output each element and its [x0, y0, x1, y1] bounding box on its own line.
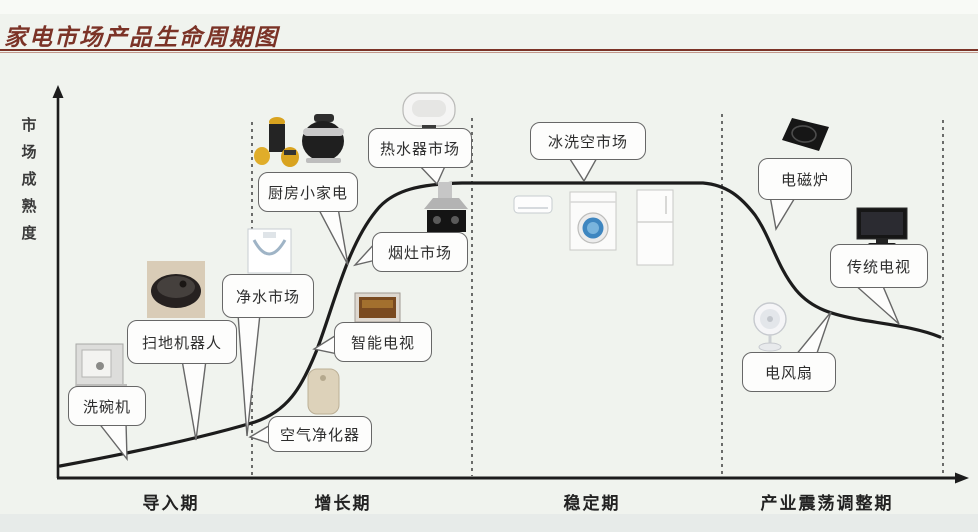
lifecycle-curve — [58, 181, 942, 468]
callout-robot-vacuum: 扫地机器人 — [127, 320, 237, 364]
title-underline-thin — [0, 52, 978, 53]
phase-label-stable: 稳定期 — [563, 494, 621, 514]
callout-tail-robot-vacuum — [181, 359, 207, 441]
callout-water-heater-market-label: 热水器市场 — [379, 139, 460, 158]
callout-electric-fan-label: 电风扇 — [764, 363, 813, 382]
callout-air-purifier: 空气净化器 — [268, 416, 372, 452]
pressure-cooker-image — [302, 114, 344, 163]
x-axis-arrow-icon — [955, 472, 969, 484]
phase-label-shakeout: 产业震荡调整期 — [760, 494, 894, 514]
range-hood-image — [424, 182, 468, 232]
callout-tail-traditional-tv — [852, 283, 900, 325]
top-strip — [0, 0, 978, 14]
phase-label-growth: 增长期 — [314, 494, 372, 514]
refrigerator-image — [636, 189, 674, 266]
callout-tail-water-purifier — [237, 313, 261, 437]
callout-tail-electric-fan — [793, 311, 832, 357]
induction-cooker-image — [782, 118, 829, 151]
bottom-strip — [0, 514, 978, 532]
callout-smart-tv: 智能电视 — [334, 322, 432, 362]
callout-traditional-tv: 传统电视 — [830, 244, 928, 288]
callout-kitchen-small-appliances-label: 厨房小家电 — [267, 183, 348, 202]
water-heater-image — [402, 92, 456, 130]
washing-machine-image — [569, 191, 617, 251]
dishwasher-image — [75, 343, 127, 388]
air-purifier-image — [307, 368, 340, 415]
callout-robot-vacuum-label: 扫地机器人 — [141, 333, 222, 352]
callout-fridge-washer-ac-market: 冰洗空市场 — [530, 122, 646, 160]
phase-label-introduction: 导入期 — [142, 494, 200, 514]
callout-traditional-tv-label: 传统电视 — [846, 257, 911, 276]
callout-tail-kitchen — [316, 207, 349, 266]
callout-kitchen-small-appliances: 厨房小家电 — [258, 172, 358, 212]
page-title: 家电市场产品生命周期图 — [4, 25, 279, 51]
y-axis-label: 市场成熟度 — [21, 116, 37, 242]
callout-water-purifier-market: 净水市场 — [222, 274, 314, 318]
callout-water-purifier-market-label: 净水市场 — [235, 287, 300, 306]
callout-dishwasher-label: 洗碗机 — [82, 397, 131, 416]
callout-tail-dishwasher — [96, 421, 128, 462]
callout-smart-tv-label: 智能电视 — [350, 333, 415, 352]
callout-water-heater-market: 热水器市场 — [368, 128, 472, 168]
callout-dishwasher: 洗碗机 — [68, 386, 146, 426]
callout-induction-cooker-label: 电磁炉 — [780, 170, 829, 189]
water-purifier-image — [247, 228, 292, 274]
callout-fridge-washer-ac-market-label: 冰洗空市场 — [547, 132, 628, 151]
robot-vacuum-image — [147, 261, 205, 318]
callout-air-purifier-label: 空气净化器 — [279, 425, 360, 444]
callout-range-hood-market: 烟灶市场 — [372, 232, 468, 272]
callout-induction-cooker: 电磁炉 — [758, 158, 852, 200]
callout-electric-fan: 电风扇 — [742, 352, 836, 392]
y-axis-arrow-icon — [52, 85, 64, 98]
electric-fan-image — [753, 302, 787, 352]
air-conditioner-image — [513, 195, 553, 214]
title-underline — [0, 49, 978, 51]
smart-tv-image — [354, 292, 401, 323]
traditional-tv-image — [856, 207, 908, 247]
callout-tail-induction-cooker — [769, 195, 798, 231]
callout-range-hood-market-label: 烟灶市场 — [387, 243, 452, 262]
blender-image — [254, 117, 299, 167]
